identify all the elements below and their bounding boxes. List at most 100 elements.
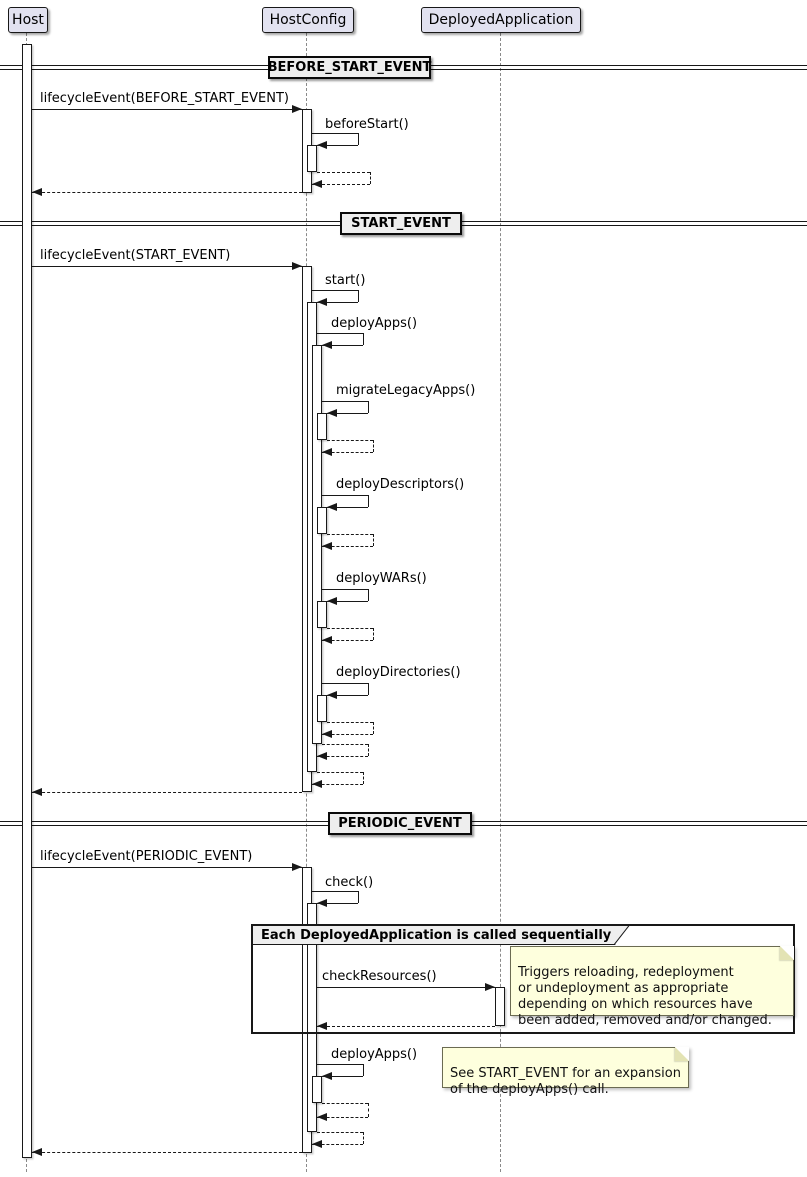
message-line bbox=[32, 109, 302, 110]
return-line bbox=[373, 628, 374, 640]
arrowhead-icon bbox=[322, 448, 332, 456]
self-call-line bbox=[368, 401, 369, 413]
divider-start-event: START_EVENT bbox=[340, 212, 462, 235]
self-call-line bbox=[358, 891, 359, 903]
self-call-line bbox=[322, 683, 368, 684]
return-line bbox=[327, 722, 373, 723]
self-call-line bbox=[322, 495, 368, 496]
arrowhead-icon bbox=[485, 983, 495, 991]
arrowhead-icon bbox=[292, 262, 302, 270]
return-line bbox=[312, 184, 370, 185]
self-call-line bbox=[322, 589, 368, 590]
group-frame-title-tab: Each DeployedApplication is called seque… bbox=[253, 926, 629, 945]
self-call-line bbox=[317, 145, 358, 146]
message-label: migrateLegacyApps() bbox=[336, 383, 476, 398]
return-line bbox=[317, 172, 370, 173]
deployedapplication-lifeline bbox=[500, 33, 501, 1172]
return-line bbox=[373, 534, 374, 546]
message-label: deployDirectories() bbox=[336, 665, 461, 680]
deploywars-activation-bar bbox=[317, 601, 327, 628]
arrowhead-icon bbox=[312, 1140, 322, 1148]
self-call-line bbox=[317, 1064, 363, 1065]
return-line bbox=[322, 452, 373, 453]
message-label: deployDescriptors() bbox=[336, 477, 465, 492]
message-label: lifecycleEvent(BEFORE_START_EVENT) bbox=[40, 91, 289, 106]
return-line bbox=[317, 1117, 368, 1118]
self-call-line bbox=[312, 891, 358, 892]
return-line bbox=[368, 744, 369, 756]
return-line bbox=[312, 784, 363, 785]
return-line bbox=[322, 1103, 368, 1104]
return-line bbox=[317, 772, 363, 773]
arrowhead-icon bbox=[317, 298, 327, 306]
return-line bbox=[373, 722, 374, 734]
arrowhead-icon bbox=[317, 1022, 327, 1030]
host-activation-bar bbox=[22, 44, 32, 1158]
note-text: Triggers reloading, redeployment or unde… bbox=[518, 965, 772, 1028]
return-line bbox=[368, 1103, 369, 1117]
self-call-line bbox=[327, 507, 368, 508]
arrowhead-icon bbox=[317, 141, 327, 149]
deployedapplication-activation-bar bbox=[495, 987, 505, 1026]
arrowhead-icon bbox=[317, 899, 327, 907]
return-line bbox=[317, 1026, 495, 1027]
arrowhead-icon bbox=[327, 597, 337, 605]
arrowhead-icon bbox=[327, 409, 337, 417]
arrowhead-icon bbox=[312, 180, 322, 188]
self-call-line bbox=[368, 683, 369, 695]
return-line bbox=[322, 744, 368, 745]
message-label: lifecycleEvent(START_EVENT) bbox=[40, 248, 231, 263]
self-call-line bbox=[358, 133, 359, 145]
message-label: deployWARs() bbox=[336, 571, 427, 586]
return-line bbox=[363, 772, 364, 784]
participant-label: DeployedApplication bbox=[428, 12, 574, 28]
return-line bbox=[327, 534, 373, 535]
arrowhead-icon bbox=[32, 1148, 42, 1156]
self-call-line bbox=[322, 345, 363, 346]
message-line bbox=[32, 266, 302, 267]
deployapps-periodic-activation-bar bbox=[312, 1076, 322, 1103]
arrowhead-icon bbox=[322, 1072, 332, 1080]
message-label: start() bbox=[325, 273, 366, 288]
check-activation-bar bbox=[307, 903, 317, 1132]
group-frame-title: Each DeployedApplication is called seque… bbox=[261, 928, 612, 943]
beforestart-activation-bar bbox=[307, 145, 317, 172]
self-call-line bbox=[317, 302, 358, 303]
divider-periodic-event: PERIODIC_EVENT bbox=[328, 812, 472, 835]
arrowhead-icon bbox=[317, 1113, 327, 1121]
note-check-resources: Triggers reloading, redeployment or unde… bbox=[510, 946, 794, 1028]
arrowhead-icon bbox=[292, 863, 302, 871]
arrowhead-icon bbox=[32, 788, 42, 796]
note-deploy-apps: See START_EVENT for an expansion of the … bbox=[442, 1047, 689, 1097]
self-call-line bbox=[368, 589, 369, 601]
self-call-line bbox=[327, 601, 368, 602]
self-call-line bbox=[322, 401, 368, 402]
self-call-line bbox=[312, 133, 358, 134]
return-line bbox=[32, 1152, 302, 1153]
note-text: See START_EVENT for an expansion of the … bbox=[450, 1066, 681, 1097]
message-label: deployApps() bbox=[331, 316, 418, 331]
arrowhead-icon bbox=[322, 542, 332, 550]
return-line bbox=[327, 628, 373, 629]
self-call-line bbox=[363, 333, 364, 345]
divider-before-start-event: BEFORE_START_EVENT bbox=[268, 56, 431, 79]
self-call-line bbox=[317, 333, 363, 334]
self-call-line bbox=[327, 695, 368, 696]
return-line bbox=[370, 172, 371, 184]
divider-label: BEFORE_START_EVENT bbox=[267, 60, 432, 75]
arrowhead-icon bbox=[327, 503, 337, 511]
return-line bbox=[317, 1132, 363, 1133]
return-line bbox=[322, 640, 373, 641]
divider-label: PERIODIC_EVENT bbox=[338, 816, 462, 831]
self-call-line bbox=[312, 290, 358, 291]
return-line bbox=[322, 546, 373, 547]
migratelegacyapps-activation-bar bbox=[317, 413, 327, 440]
arrowhead-icon bbox=[292, 105, 302, 113]
message-label: checkResources() bbox=[322, 969, 437, 984]
self-call-line bbox=[317, 903, 358, 904]
return-line bbox=[363, 1132, 364, 1144]
participant-label: HostConfig bbox=[269, 12, 347, 28]
message-label: check() bbox=[325, 875, 374, 890]
deployapps-activation-bar bbox=[312, 345, 322, 744]
